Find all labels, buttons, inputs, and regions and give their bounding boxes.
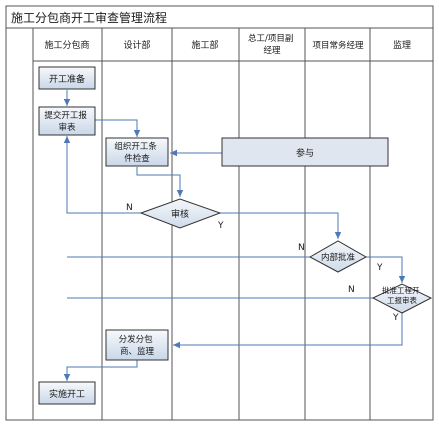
lane-header-chief-engineer-line1: 总工/项目副 bbox=[248, 33, 293, 44]
node-distribute-label: 分发分包 商、监理 bbox=[119, 334, 156, 357]
edge-label-review-yes: Y bbox=[217, 221, 224, 231]
decision-supervisor-approval-line2: 工报审表 bbox=[387, 295, 417, 305]
node-organize-check-label: 组织开工条 件检查 bbox=[114, 141, 159, 164]
edge-label-supervisor-yes: Y bbox=[392, 313, 399, 323]
decision-internal-approval: 内部批准 bbox=[308, 240, 368, 273]
node-distribute-line1: 分发分包 bbox=[119, 334, 154, 345]
node-start-prep-label: 开工准备 bbox=[49, 73, 85, 85]
node-submit-report-line1: 提交开工报 bbox=[44, 110, 87, 121]
edge-label-review-no: N bbox=[126, 203, 133, 213]
edge-internal-yes bbox=[366, 256, 406, 283]
node-distribute-line2: 商、监理 bbox=[120, 346, 155, 357]
node-organize-check: 组织开工条 件检查 bbox=[105, 137, 169, 167]
edge-distribute-to-implement bbox=[63, 360, 138, 381]
lane-header-construction-dept: 施工部 bbox=[191, 39, 218, 51]
decision-supervisor-approval-label: 批准工程开 工报审表 bbox=[382, 285, 422, 305]
decision-supervisor-approval: 批准工程开 工报审表 bbox=[371, 283, 433, 314]
diagram-title: 施工分包商开工审查管理流程 bbox=[11, 10, 167, 25]
edge-label-supervisor-no: N bbox=[348, 285, 355, 295]
lane-header-chief-engineer-line2: 经理 bbox=[263, 45, 281, 56]
decision-supervisor-approval-line1: 批准工程开 bbox=[382, 285, 420, 295]
node-distribute: 分发分包 商、监理 bbox=[105, 329, 169, 361]
node-organize-check-line2: 件检查 bbox=[124, 153, 150, 164]
decision-review: 审核 bbox=[139, 198, 222, 229]
decision-internal-approval-label: 内部批准 bbox=[321, 252, 356, 263]
node-organize-check-line1: 组织开工条 bbox=[114, 141, 157, 152]
lane-grid bbox=[32, 28, 433, 420]
edge-organize-to-review bbox=[136, 167, 184, 197]
lane-header-chief-engineer: 总工/项目副 经理 bbox=[248, 33, 296, 56]
edge-label-internal-no: N bbox=[298, 243, 305, 253]
edge-review-yes bbox=[220, 212, 342, 239]
edge-supervisor-yes bbox=[173, 313, 403, 349]
node-start-prep: 开工准备 bbox=[38, 66, 96, 90]
lane-header-subcontractor: 施工分包商 bbox=[44, 39, 89, 51]
lane-header-executive-manager: 项目常务经理 bbox=[312, 40, 364, 51]
node-submit-report-label: 提交开工报 审表 bbox=[44, 110, 89, 133]
edge-review-no bbox=[63, 136, 142, 214]
lane-header-design-dept: 设计部 bbox=[123, 39, 150, 51]
lane-header-supervisor: 监理 bbox=[393, 39, 411, 51]
decision-review-label: 审核 bbox=[171, 208, 189, 220]
edge-submit-to-organize bbox=[95, 119, 141, 137]
node-submit-report: 提交开工报 审表 bbox=[38, 106, 96, 136]
node-implement: 实施开工 bbox=[38, 381, 96, 405]
connectors bbox=[63, 90, 406, 381]
node-participate-label: 参与 bbox=[296, 147, 314, 159]
node-submit-report-line2: 审表 bbox=[58, 122, 76, 133]
node-implement-label: 实施开工 bbox=[49, 388, 85, 400]
node-participate: 参与 bbox=[221, 137, 389, 167]
edge-label-internal-yes: Y bbox=[376, 263, 383, 273]
